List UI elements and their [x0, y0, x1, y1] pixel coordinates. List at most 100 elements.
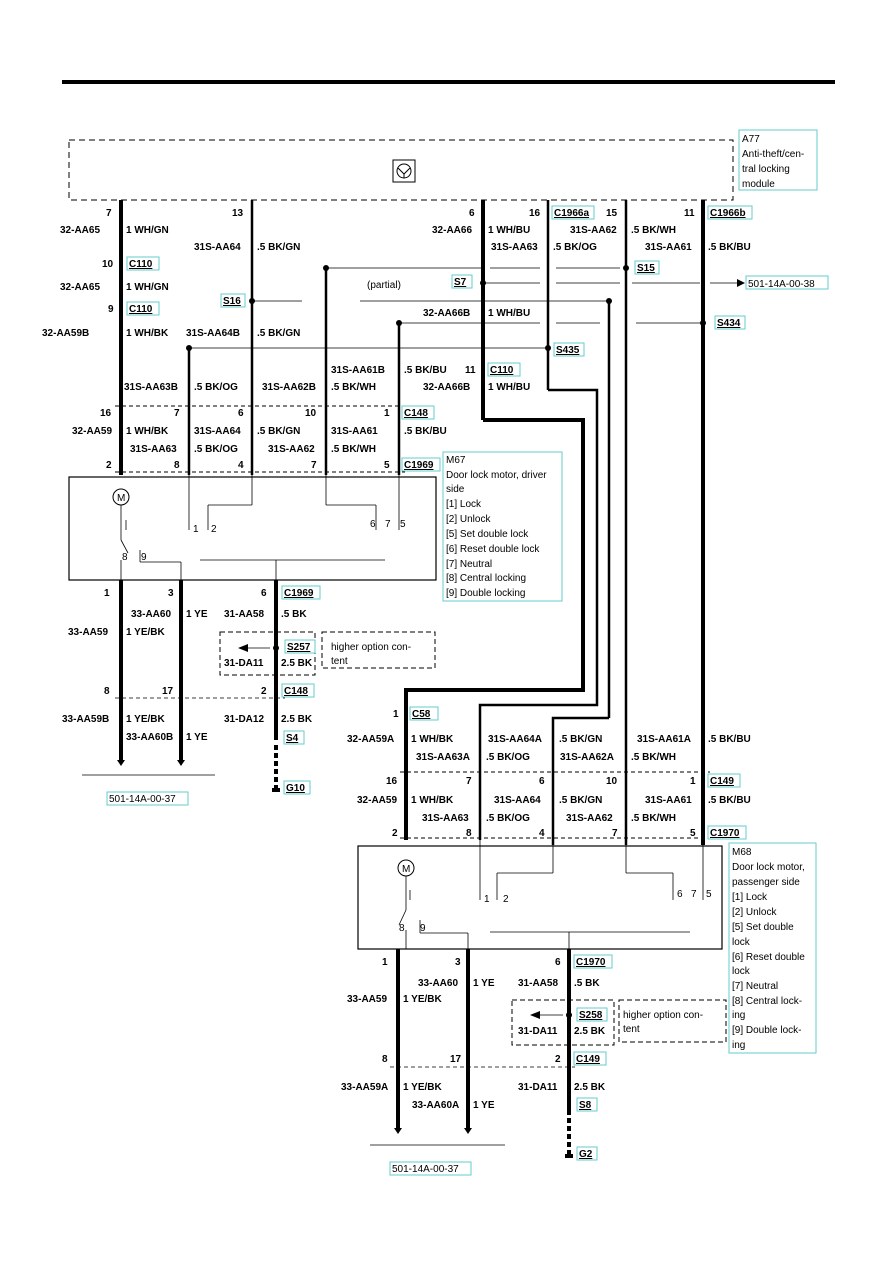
svg-text:[9] Double locking: [9] Double locking	[446, 588, 526, 599]
svg-text:ing: ing	[732, 1040, 745, 1051]
svg-text:17: 17	[450, 1054, 462, 1065]
m68-box	[357, 845, 723, 950]
svg-text:1 YE: 1 YE	[186, 609, 208, 620]
c148-box-2	[281, 683, 315, 698]
m67-label-box	[442, 451, 563, 602]
svg-text:32-AA59: 32-AA59	[72, 426, 112, 437]
svg-text:31S-AA64B: 31S-AA64B	[186, 328, 240, 339]
header-rule	[62, 80, 835, 84]
svg-text:1: 1	[690, 776, 696, 787]
svg-text:.5 BK/OG: .5 BK/OG	[194, 382, 238, 393]
g2-label: G2	[579, 1149, 593, 1160]
svg-text:1: 1	[104, 588, 110, 599]
svg-text:31-DA11: 31-DA11	[518, 1082, 558, 1093]
c58-box	[409, 706, 439, 721]
c148-box-1	[401, 405, 435, 420]
svg-text:1 YE/BK: 1 YE/BK	[403, 1082, 442, 1093]
svg-text:6: 6	[555, 957, 561, 968]
svg-text:6: 6	[469, 208, 475, 219]
upper-wires	[119, 200, 737, 845]
c58-label: C58	[412, 709, 431, 720]
svg-text:1: 1	[382, 957, 388, 968]
svg-text:.5 BK/WH: .5 BK/WH	[631, 813, 676, 824]
svg-text:[1] Lock: [1] Lock	[446, 499, 482, 510]
a77-desc-3: module	[742, 179, 775, 190]
svg-text:.5 BK/BU: .5 BK/BU	[708, 795, 751, 806]
svg-text:32-AA66B: 32-AA66B	[423, 382, 470, 393]
svg-text:.5 BK/GN: .5 BK/GN	[257, 426, 300, 437]
svg-text:[5] Set double: [5] Set double	[732, 922, 794, 933]
a77-module-box	[68, 139, 734, 201]
svg-text:M67: M67	[446, 455, 466, 466]
ground-g10-icon	[272, 788, 280, 792]
svg-text:31-DA12: 31-DA12	[224, 714, 264, 725]
s16-label: S16	[223, 296, 241, 307]
m68-sw7: 7	[691, 889, 697, 900]
svg-text:.5 BK/GN: .5 BK/GN	[257, 328, 300, 339]
c1970-label-1: C1970	[710, 828, 740, 839]
arrow-left-icon	[238, 644, 248, 652]
splice-dots	[186, 265, 706, 351]
svg-text:5: 5	[690, 828, 696, 839]
m68-sw8: 8	[399, 923, 405, 934]
svg-text:11: 11	[684, 208, 695, 219]
svg-text:32-AA66B: 32-AA66B	[423, 308, 470, 319]
c1966b-label: C1966b	[710, 208, 746, 219]
svg-text:6: 6	[238, 408, 244, 419]
m67-sw-labels: 1 2 6 7 5 8 9	[122, 519, 406, 563]
svg-text:5: 5	[384, 460, 390, 471]
ref-1-box	[745, 275, 829, 290]
svg-text:31S-AA63: 31S-AA63	[422, 813, 469, 824]
c149-label-2: C149	[576, 1054, 600, 1065]
sw5: 5	[400, 519, 406, 530]
svg-text:passenger side: passenger side	[732, 877, 800, 888]
svg-text:[9] Double lock-: [9] Double lock-	[732, 1025, 801, 1036]
svg-text:.5 BK/WH: .5 BK/WH	[331, 444, 376, 455]
svg-text:6: 6	[261, 588, 267, 599]
s8-box	[576, 1097, 598, 1112]
s257-box	[284, 639, 316, 654]
svg-text:33-AA60A: 33-AA60A	[412, 1100, 459, 1111]
svg-text:16: 16	[100, 408, 112, 419]
svg-text:9: 9	[108, 304, 114, 315]
c1966b-box	[707, 205, 753, 220]
svg-text:10: 10	[606, 776, 618, 787]
svg-text:7: 7	[612, 828, 618, 839]
svg-text:1 WH/BK: 1 WH/BK	[126, 426, 169, 437]
svg-text:.5 BK/BU: .5 BK/BU	[708, 734, 751, 745]
c110-box-2	[126, 301, 160, 316]
svg-text:[6] Reset double: [6] Reset double	[732, 952, 805, 963]
svg-text:2.5 BK: 2.5 BK	[281, 658, 313, 669]
s4-label: S4	[286, 733, 299, 744]
svg-text:.5 BK/OG: .5 BK/OG	[486, 813, 530, 824]
svg-text:32-AA66: 32-AA66	[432, 225, 472, 236]
svg-text:.5 BK/OG: .5 BK/OG	[194, 444, 238, 455]
s16-box	[220, 293, 246, 308]
m68-sw2: 2	[503, 894, 509, 905]
s434-label: S434	[717, 318, 741, 329]
svg-text:32-AA59B: 32-AA59B	[42, 328, 89, 339]
svg-text:ing: ing	[732, 1010, 745, 1021]
svg-text:31S-AA61: 31S-AA61	[331, 426, 378, 437]
svg-text:[1] Lock: [1] Lock	[732, 892, 768, 903]
svg-text:32-AA65: 32-AA65	[60, 282, 100, 293]
svg-text:16: 16	[529, 208, 541, 219]
svg-text:.5 BK/OG: .5 BK/OG	[553, 242, 597, 253]
svg-text:13: 13	[232, 208, 244, 219]
lower-right-wires	[370, 949, 575, 1155]
c1969-label-1: C1969	[404, 460, 434, 471]
c110-box-3	[487, 362, 521, 377]
c1969-box-2	[281, 585, 321, 600]
svg-text:.5 BK/WH: .5 BK/WH	[631, 752, 676, 763]
svg-text:2.5 BK: 2.5 BK	[574, 1082, 606, 1093]
s258-label: S258	[579, 1010, 603, 1021]
svg-text:8: 8	[174, 460, 180, 471]
svg-text:33-AA60: 33-AA60	[131, 609, 171, 620]
svg-text:2.5 BK: 2.5 BK	[574, 1026, 606, 1037]
svg-text:3: 3	[168, 588, 174, 599]
a77-desc-2: tral locking	[742, 164, 790, 175]
svg-text:.5 BK/WH: .5 BK/WH	[631, 225, 676, 236]
svg-text:.5 BK: .5 BK	[574, 978, 600, 989]
svg-text:31-DA11: 31-DA11	[224, 658, 264, 669]
svg-text:31S-AA63B: 31S-AA63B	[124, 382, 178, 393]
